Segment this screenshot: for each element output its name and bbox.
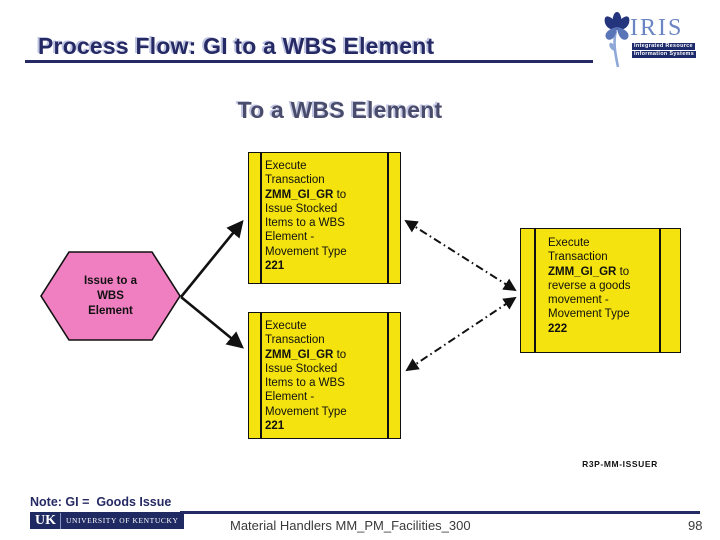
box-issue-stocked-top-text: Execute Transaction ZMM_GI_GR to Issue S… bbox=[265, 160, 347, 273]
iris-flower-icon bbox=[604, 12, 630, 68]
box-inner-line-right bbox=[387, 153, 389, 283]
iris-tagline-1: Integrated Resource bbox=[632, 43, 695, 50]
box-inner-line-left bbox=[534, 229, 536, 352]
title-underline bbox=[25, 60, 593, 63]
arrow-top-box-to-reverse-box bbox=[404, 219, 517, 292]
box-inner-line-left bbox=[260, 153, 262, 283]
footer-course-title: Material Handlers MM_PM_Facilities_300 bbox=[230, 518, 471, 533]
university-of-kentucky-logo: UK UNIVERSITY OF KENTUCKY bbox=[30, 512, 184, 529]
uk-logo-mark: UK bbox=[35, 512, 61, 529]
box-issue-stocked-bottom-text: Execute Transaction ZMM_GI_GR to Issue S… bbox=[265, 320, 347, 433]
box-issue-stocked-top: Execute Transaction ZMM_GI_GR to Issue S… bbox=[248, 152, 401, 284]
footer-divider bbox=[180, 511, 700, 514]
box-reverse-movement-text: Execute Transaction ZMM_GI_GR to reverse… bbox=[548, 237, 631, 335]
slide-subtitle: To a WBS Element bbox=[237, 97, 443, 123]
note-text: Note: GI = Goods Issue bbox=[30, 495, 172, 509]
arrow-hexagon-to-bottom-box bbox=[180, 295, 244, 349]
iris-logo-taglines: Integrated Resource Information Systems bbox=[632, 43, 697, 59]
iris-logo: IRIS Integrated Resource Information Sys… bbox=[600, 12, 712, 68]
box-reverse-movement: Execute Transaction ZMM_GI_GR to reverse… bbox=[520, 228, 681, 353]
box-issue-stocked-bottom: Execute Transaction ZMM_GI_GR to Issue S… bbox=[248, 312, 401, 439]
arrow-bottom-box-to-reverse-box bbox=[405, 296, 517, 372]
box-inner-line-right bbox=[659, 229, 661, 352]
box-inner-line-right bbox=[387, 313, 389, 438]
uk-logo-wordmark: UNIVERSITY OF KENTUCKY bbox=[66, 516, 179, 525]
iris-tagline-2: Information Systems bbox=[632, 51, 697, 58]
hexagon-issue-to-wbs: Issue to a WBS Element bbox=[40, 251, 181, 341]
arrow-hexagon-to-top-box bbox=[179, 220, 244, 298]
iris-logo-text: IRIS bbox=[630, 15, 684, 41]
page-number: 98 bbox=[688, 518, 703, 533]
box-inner-line-left bbox=[260, 313, 262, 438]
page-title: Process Flow: GI to a WBS Element bbox=[38, 33, 435, 59]
hexagon-label: Issue to a WBS Element bbox=[83, 274, 138, 317]
role-label: R3P-MM-ISSUER bbox=[582, 459, 658, 469]
